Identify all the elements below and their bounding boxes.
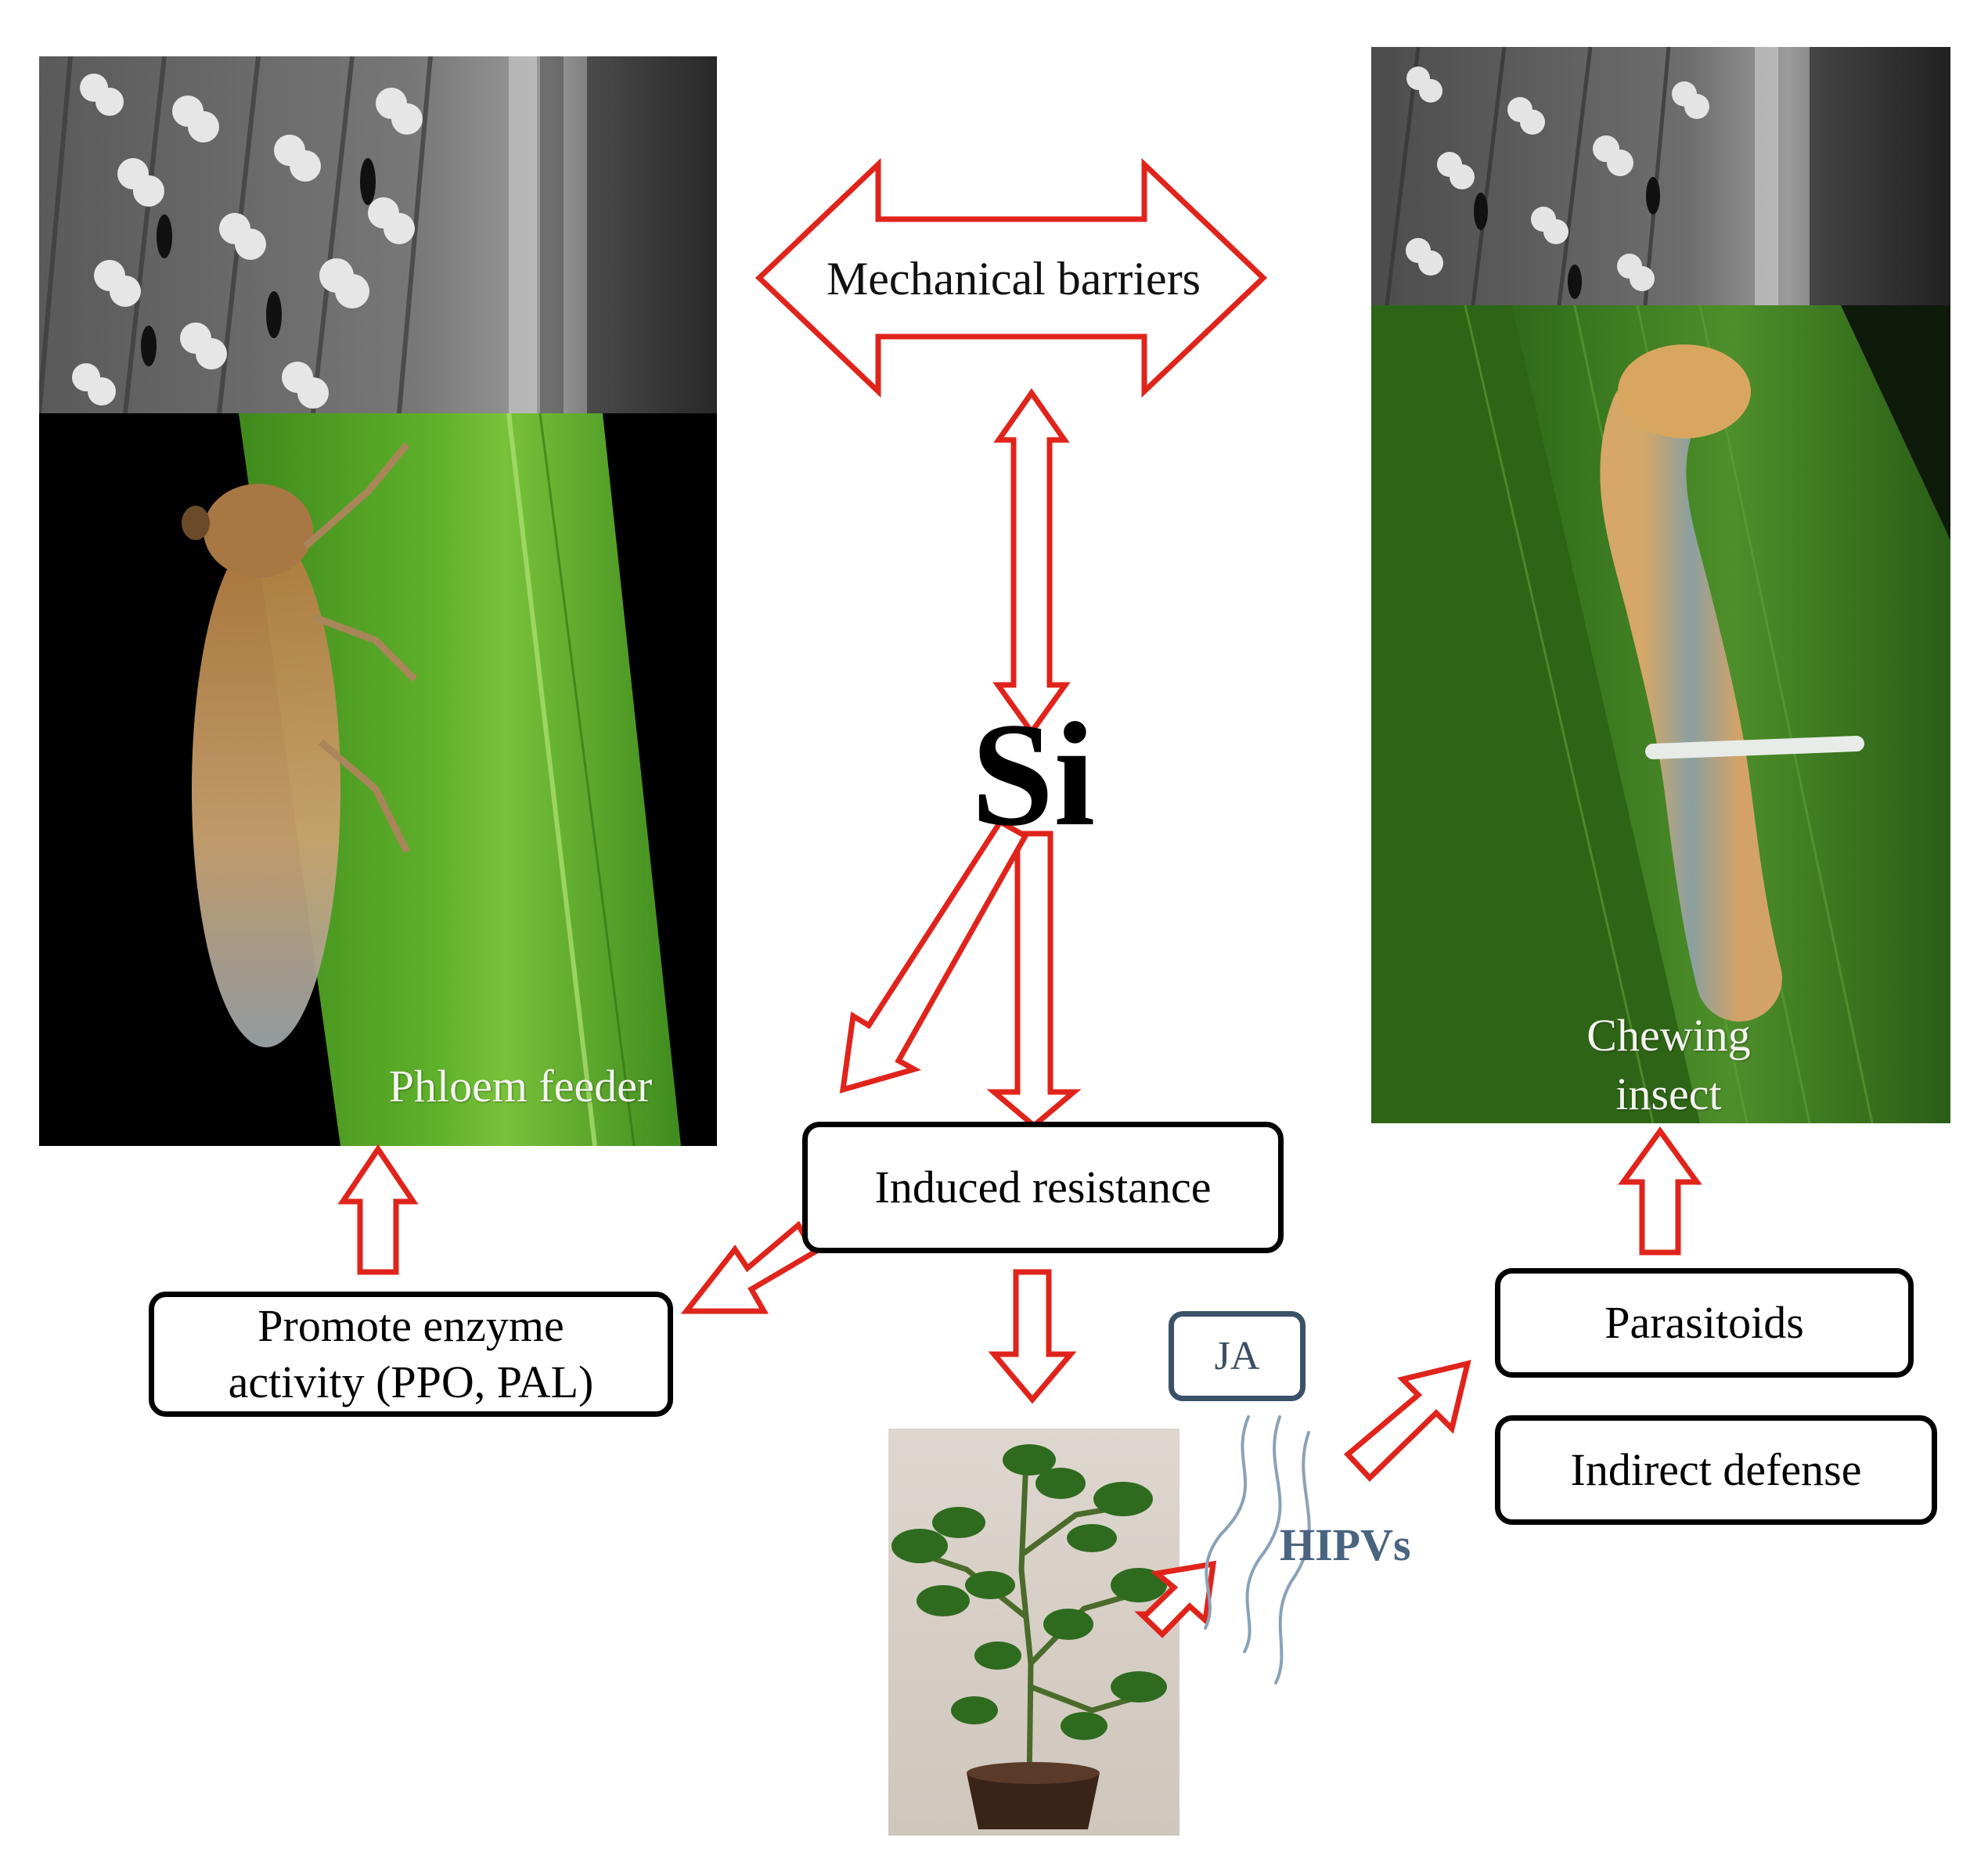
hipv-wave-1	[1204, 1415, 1250, 1630]
left-sem-micrograph	[39, 56, 717, 413]
indirect-defense-box: Indirect defense	[1495, 1415, 1937, 1525]
parasitoids-to-chewing-arrow	[1618, 1126, 1702, 1256]
right-photo-panel: Chewing insect	[1371, 47, 1950, 1123]
enzyme-activity-line2: activity (PPO, PAL)	[228, 1357, 594, 1407]
si-to-induced-arrow	[986, 831, 1082, 1130]
ja-box: JA	[1169, 1311, 1306, 1401]
mechanical-barriers-text: Mechanical barriers	[826, 253, 1201, 304]
indirect-defense-text: Indirect defense	[1570, 1443, 1862, 1495]
hipv-wave-3	[1274, 1431, 1311, 1685]
si-diagonal-arrow	[839, 818, 1029, 1094]
mechanical-barriers-label: Mechanical barriers	[783, 252, 1244, 306]
phloem-feeder-text: Phloem feeder	[388, 1061, 653, 1112]
si-to-barriers-arrow	[992, 387, 1071, 737]
parasitoids-text: Parasitoids	[1604, 1296, 1804, 1348]
enzyme-activity-line1: Promote enzyme	[258, 1299, 564, 1351]
enzyme-to-phloem-arrow	[337, 1144, 419, 1275]
plant-to-hipvs-arrow	[1134, 1560, 1217, 1638]
ja-text: JA	[1214, 1334, 1260, 1378]
left-photo-planthopper	[39, 413, 717, 1146]
mechanical-barriers-arrow	[755, 157, 1268, 398]
right-photo-larva	[1371, 305, 1950, 1123]
chewing-insect-line1: Chewing	[1586, 1010, 1751, 1061]
hipvs-to-parasitoids-arrow	[1343, 1360, 1471, 1483]
hipv-wave-2	[1243, 1415, 1282, 1653]
chewing-insect-line2: insect	[1615, 1068, 1722, 1120]
si-center-label: Si	[939, 701, 1127, 849]
enzyme-activity-box: Promote enzyme activity (PPO, PAL)	[149, 1292, 673, 1417]
induced-resistance-text: Induced resistance	[874, 1161, 1212, 1213]
parasitoids-box: Parasitoids	[1495, 1268, 1914, 1378]
plant-photo	[888, 1429, 1179, 1836]
induced-resistance-box: Induced resistance	[802, 1122, 1284, 1253]
left-photo-panel: Phloem feeder	[39, 56, 717, 1146]
induced-to-plant-arrow	[988, 1269, 1077, 1404]
right-sem-micrograph	[1371, 47, 1950, 305]
hipvs-text: HIPVs	[1280, 1519, 1411, 1570]
induced-to-enzyme-arrow	[680, 1220, 818, 1314]
plant-illustration	[888, 1429, 1179, 1836]
si-text: Si	[971, 693, 1096, 857]
phloem-feeder-label: Phloem feeder	[348, 1057, 693, 1115]
hipvs-label: HIPVs	[1280, 1519, 1411, 1571]
chewing-insect-label: Chewing insect	[1536, 1006, 1802, 1123]
